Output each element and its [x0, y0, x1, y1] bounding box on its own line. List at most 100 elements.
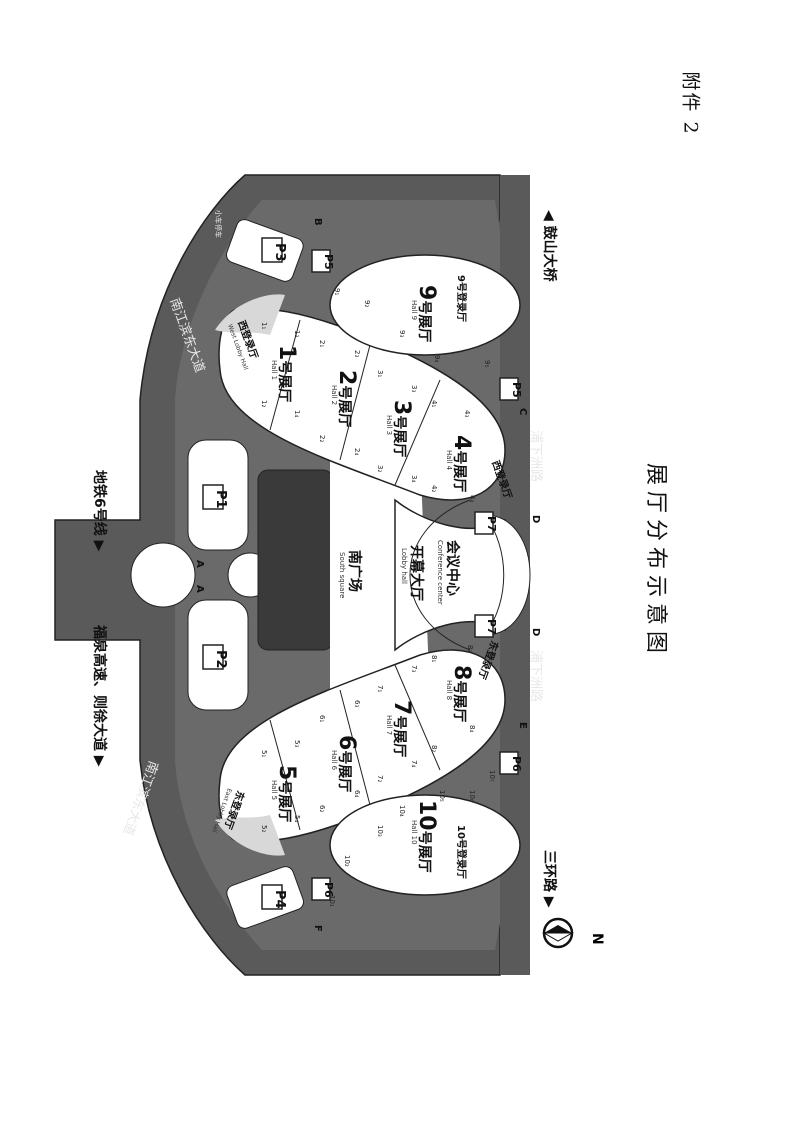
sub-label: 7₄ — [410, 760, 418, 767]
parking-sign-p5-b: P5 — [499, 377, 523, 401]
svg-text:N: N — [589, 933, 605, 945]
sub-label: 2₄ — [353, 448, 361, 455]
parking-sign-p4: P4 — [261, 884, 287, 910]
hall10-lobby-label: 10号登录厅 — [455, 825, 468, 879]
hall-10-label: 10号展厅 — [414, 800, 439, 873]
svg-text:P4: P4 — [272, 890, 287, 909]
sub-label: 3₃ — [410, 385, 418, 392]
svg-text:P6: P6 — [322, 882, 335, 898]
hall-divider — [339, 344, 371, 461]
sub-label: 6₃ — [353, 700, 361, 707]
sub-label: 7₁ — [376, 685, 384, 692]
hall-5-label: 5号展厅 — [274, 765, 299, 822]
sub-label: 8₁ — [430, 655, 438, 662]
hall-4-en: Hall 4 — [445, 450, 453, 471]
sub-label: 2₁ — [318, 340, 326, 347]
hall-divider — [269, 319, 301, 431]
sub-label: 5₁ — [260, 750, 268, 757]
east-lobby-shade — [215, 815, 285, 856]
sub-label: 10₂ — [343, 855, 351, 867]
svg-text:P7: P7 — [485, 516, 498, 532]
sub-label: 8₃ — [466, 645, 474, 652]
sub-label: 9₄ — [433, 355, 441, 362]
svg-text:P7: P7 — [485, 619, 498, 635]
hall9-lobby-label: 9号登录厅 — [455, 275, 468, 322]
west-lobby-shade — [215, 294, 285, 335]
sub-label: 10₆ — [468, 790, 476, 802]
sub-label: 8₂ — [430, 745, 438, 752]
sub-label: 6₄ — [353, 790, 361, 797]
gate-f: F — [312, 925, 323, 932]
right-loop — [484, 514, 531, 636]
sub-label: 3₄ — [410, 475, 418, 482]
hall-7-en: Hall 7 — [385, 715, 393, 735]
lobby-hall-en: Lobby hall — [400, 548, 408, 584]
sub-label: 7₂ — [376, 775, 384, 782]
sub-label: 2₃ — [353, 350, 361, 357]
sub-label: 8₄ — [468, 725, 476, 732]
parking-sign-p2: P2 — [202, 644, 228, 670]
hall-10-shape — [329, 794, 521, 896]
svg-text:P5: P5 — [322, 254, 335, 270]
sub-label: 9₃ — [398, 330, 406, 337]
hall-10-en: Hall 10 — [410, 820, 418, 845]
conference-center-label: 会议中心 — [444, 540, 461, 596]
direction-fuquan-expressway: 福泉高速、则徐大道 ▶ — [91, 624, 108, 767]
sub-label: 5₃ — [293, 740, 301, 747]
svg-text:P3: P3 — [272, 243, 287, 262]
hall-3-label: 3号展厅 — [389, 400, 414, 457]
hall-divider — [269, 719, 301, 831]
sub-label: 3₁ — [376, 370, 384, 377]
hall-9-en: Hall 9 — [410, 300, 418, 320]
hall-1-label: 1号展厅 — [274, 345, 299, 402]
hall-2-en: Hall 2 — [330, 385, 338, 405]
sub-label: 10₁ — [328, 895, 336, 907]
hall-6-label: 6号展厅 — [334, 735, 359, 792]
parking-sign-p5: P5 — [311, 249, 335, 273]
svg-text:P5: P5 — [510, 382, 523, 398]
direction-ring-road: 三环路 ▶ — [541, 850, 558, 908]
lobby-arc — [409, 499, 471, 651]
road-puxia-bottom: 浦下洲路 — [528, 650, 544, 702]
gate-e: E — [517, 722, 528, 729]
south-square-en: South square — [338, 552, 346, 598]
parking-sign-p7-b: P7 — [474, 614, 498, 638]
sub-label: 6₁ — [318, 715, 326, 722]
gate-d-bottom: D — [530, 628, 541, 636]
gate-b: B — [312, 218, 323, 226]
sub-label: 9₂ — [363, 300, 371, 307]
sub-label: 4₄ — [468, 495, 476, 502]
sub-label: 10₃ — [376, 825, 384, 837]
station-label: 小车停车 — [214, 210, 223, 238]
svg-text:P1: P1 — [213, 490, 228, 509]
hall-9-label: 9号展厅 — [414, 285, 439, 342]
lobby-hall-label: 开幕大厅 — [408, 545, 425, 601]
road-puxia-top: 浦下洲路 — [528, 430, 544, 482]
gate-a-top: A — [194, 560, 205, 568]
parking-sign-p3: P3 — [261, 237, 287, 263]
hall-6-en: Hall 6 — [330, 750, 338, 771]
direction-gushan-bridge: ◀ 鼓山大桥 — [541, 210, 558, 283]
compass-icon: N — [542, 917, 605, 949]
south-square-label: 南广场 — [346, 550, 363, 592]
sub-label: 5₂ — [260, 825, 268, 832]
sub-label: 1₂ — [260, 400, 268, 407]
sub-label: 6₂ — [318, 805, 326, 812]
hall-divider — [394, 379, 441, 486]
sub-label: 2₂ — [318, 435, 326, 442]
conference-center-en: Conference center — [436, 540, 444, 605]
gate-a-bottom: A — [194, 585, 205, 593]
hall-1-en: Hall 1 — [270, 360, 278, 380]
hall-divider — [394, 664, 441, 771]
sub-label: 10₄ — [398, 805, 406, 817]
parking-sign-p7: P7 — [474, 511, 498, 535]
sub-label: 10₇ — [488, 770, 496, 782]
gate-c: C — [517, 408, 528, 415]
sub-label: 3₂ — [376, 465, 384, 472]
roundabout — [130, 542, 196, 608]
parking-sign-p6: P6 — [311, 877, 335, 901]
hall-9-shape — [329, 254, 521, 356]
hall-4-label: 4号展厅 — [449, 435, 474, 492]
sub-label: 9₅ — [483, 360, 491, 367]
